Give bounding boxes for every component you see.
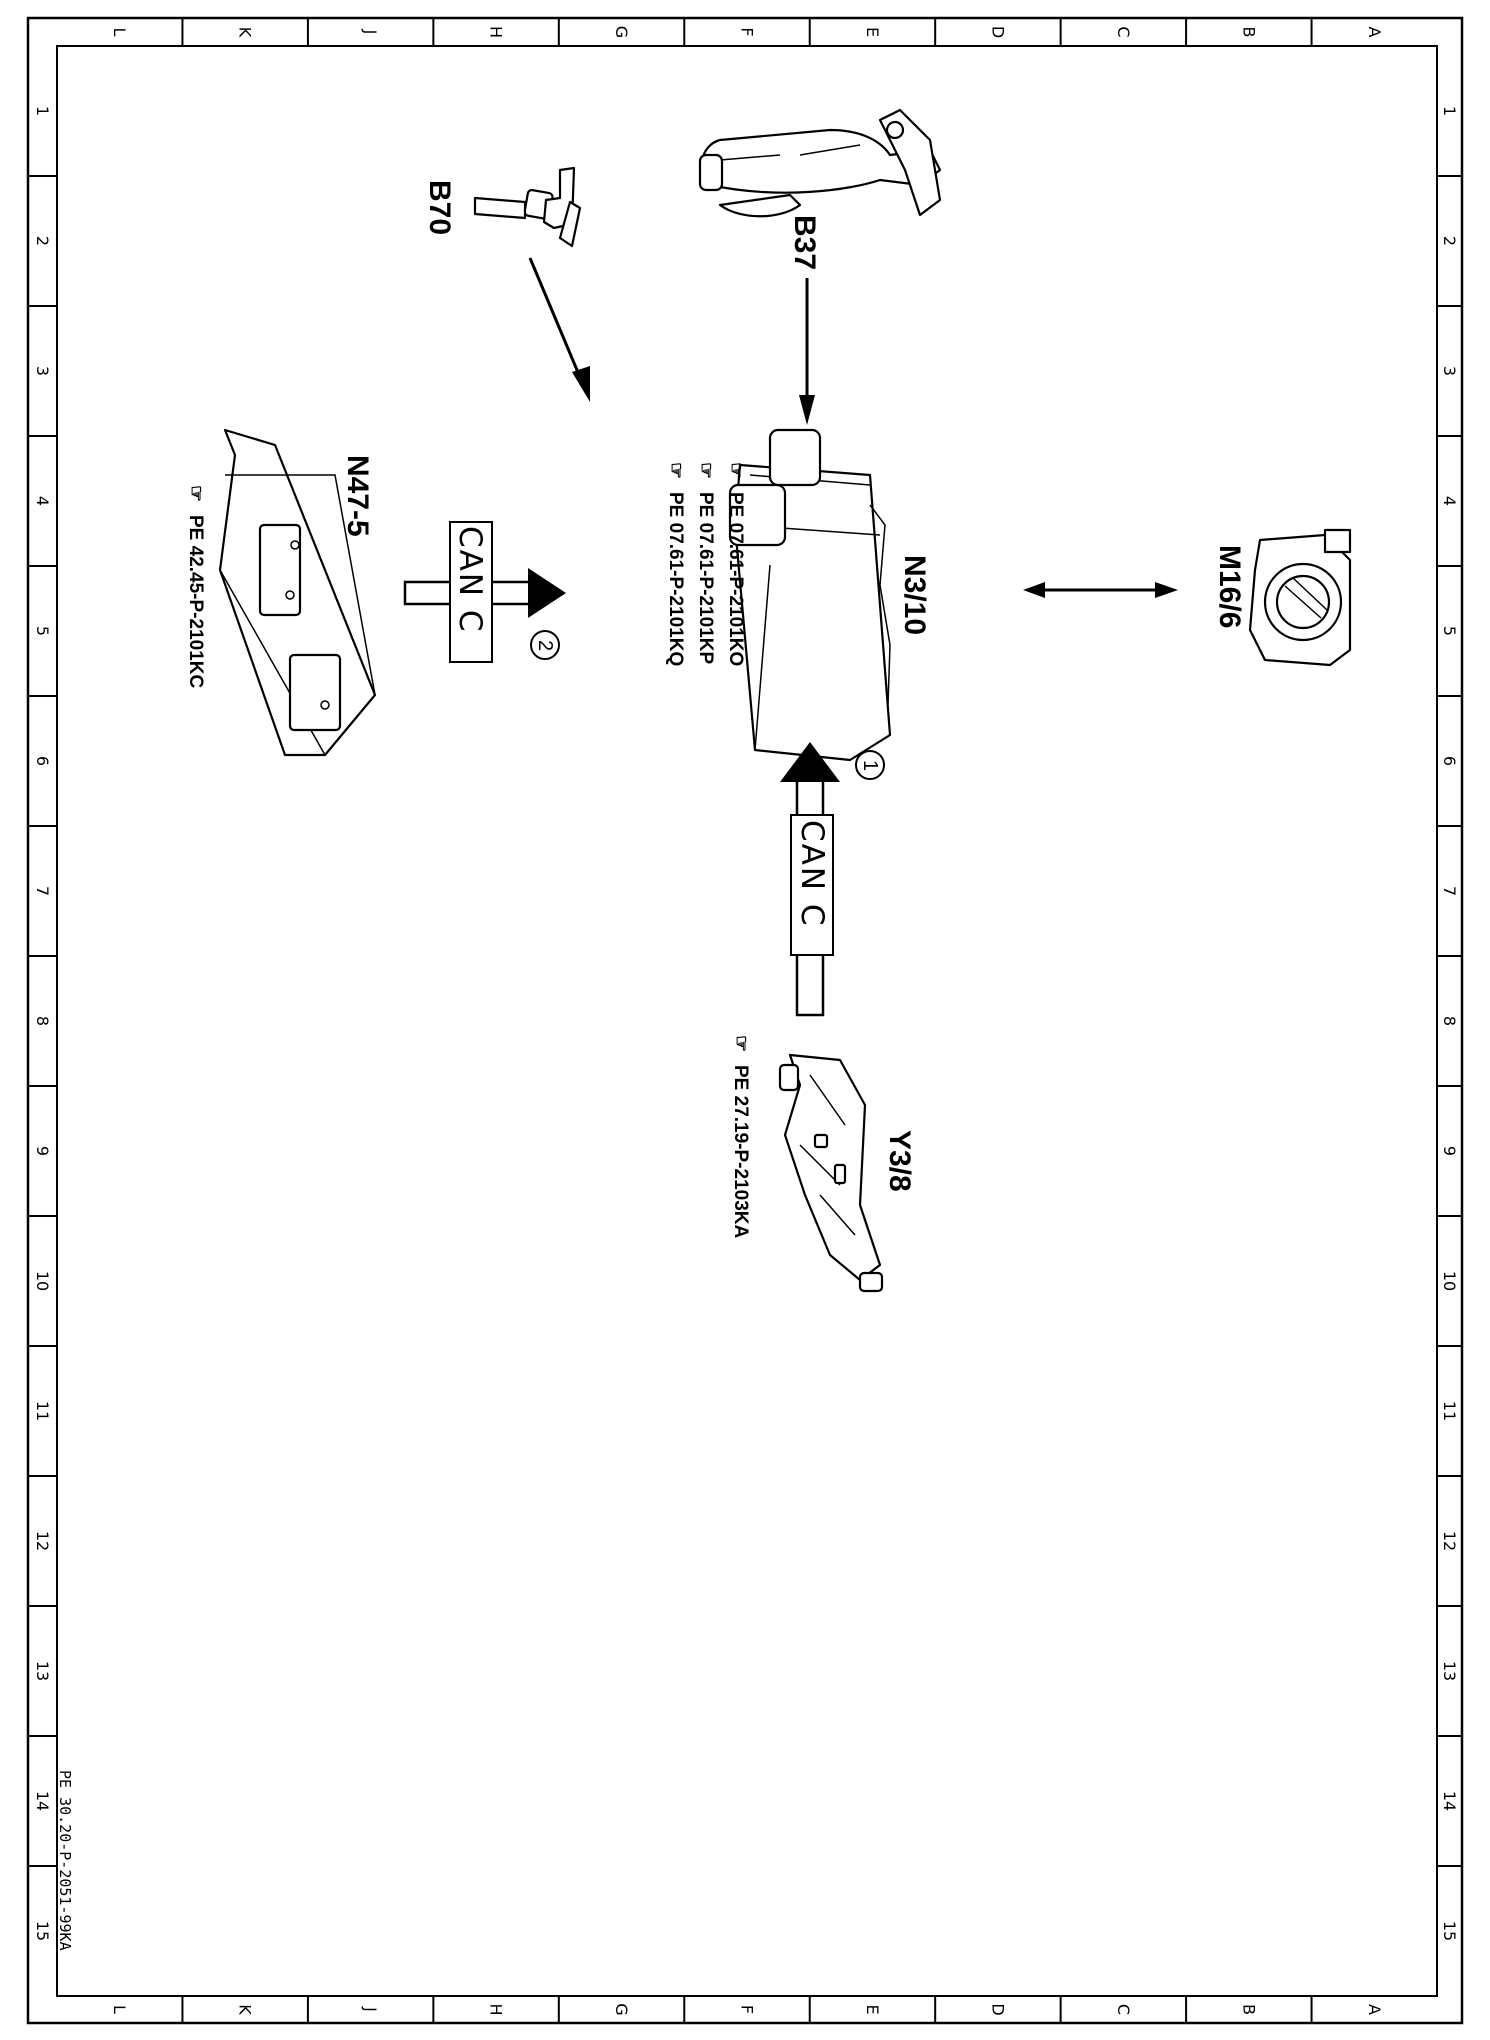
column-label: E [863, 27, 882, 37]
row-label: 13 [33, 1661, 52, 1681]
ref-hand-icon: ☞ [695, 462, 716, 479]
column-label: J [361, 29, 380, 35]
row-label: 8 [33, 1016, 52, 1026]
y3-8-ref-list: ☞ PE 27.19-P-2103KA [730, 1035, 751, 1238]
can-c-label-1: CAN C [794, 820, 830, 928]
row-label: 9 [33, 1146, 52, 1156]
n3-10-ref-2: PE 07.61-P-2101KQ [665, 492, 686, 666]
row-label: 13 [1440, 1661, 1459, 1681]
column-label: C [1114, 2004, 1133, 2015]
row-label: 8 [1440, 1016, 1459, 1026]
row-label: 2 [33, 236, 52, 246]
n3-10-ref-list: ☞ PE 07.61-P-2101KO ☞ PE 07.61-P-2101KP … [665, 462, 746, 666]
n3-10-label: N3/10 [898, 555, 931, 635]
document-reference: PE 30.20-P-2051-99KA [56, 1770, 74, 1951]
y3-8-label: Y3/8 [883, 1130, 916, 1192]
n47-5-ref-0: PE 42.45-P-2101KC [185, 515, 206, 688]
arrow-b70-to-n3-10 [528, 257, 590, 402]
row-label: 9 [1440, 1146, 1459, 1156]
column-label: E [863, 2004, 882, 2014]
row-label: 4 [1440, 496, 1459, 506]
column-label: H [487, 26, 506, 38]
y3-8-ref-0: PE 27.19-P-2103KA [730, 1065, 751, 1238]
column-label: L [110, 2005, 129, 2014]
ref-hand-icon: ☞ [730, 1035, 751, 1052]
y3-8-valve-body-icon[interactable] [778, 1053, 884, 1293]
ref-hand-icon: ☞ [185, 485, 206, 502]
row-label: 4 [33, 496, 52, 506]
column-label: G [612, 26, 631, 38]
row-label: 3 [1440, 366, 1459, 376]
b70-sensor-icon[interactable] [473, 166, 582, 248]
row-label: 12 [1440, 1531, 1459, 1551]
row-label: 3 [33, 366, 52, 376]
column-label: K [236, 27, 255, 38]
b37-label: B37 [788, 215, 821, 270]
row-label: 11 [33, 1401, 52, 1421]
n3-10-ecu-icon[interactable] [728, 428, 892, 762]
row-label: 5 [33, 626, 52, 636]
column-label: F [738, 27, 757, 36]
column-label: A [1365, 27, 1384, 38]
n47-5-label: N47-5 [341, 455, 374, 537]
row-label: 2 [1440, 236, 1459, 246]
m16-6-throttle-icon[interactable] [1248, 528, 1352, 667]
m16-6-label: M16/6 [1213, 545, 1246, 628]
column-label: C [1114, 26, 1133, 37]
marker-1: 1 [859, 760, 881, 771]
row-label: 7 [1440, 886, 1459, 896]
row-label: 10 [1440, 1271, 1459, 1291]
ref-hand-icon: ☞ [665, 462, 686, 479]
row-label: 14 [1440, 1791, 1459, 1811]
n3-10-ref-1: PE 07.61-P-2101KP [695, 492, 716, 664]
row-label: 1 [1440, 106, 1459, 116]
b70-label: B70 [423, 180, 456, 235]
row-label: 5 [1440, 626, 1459, 636]
column-label: J [361, 2006, 380, 2012]
row-label: 6 [1440, 756, 1459, 766]
n47-5-module-icon[interactable] [218, 428, 377, 757]
column-label: K [236, 2004, 255, 2015]
marker-2: 2 [534, 640, 556, 651]
column-label: A [1365, 2004, 1384, 2015]
ref-hand-icon: ☞ [725, 462, 746, 479]
column-label: B [1239, 27, 1258, 38]
can-c-link-2: CAN C 2 [403, 521, 566, 663]
n3-10-ref-0: PE 07.61-P-2101KO [725, 492, 746, 666]
arrow-m16-6-bidirectional [1023, 582, 1178, 598]
column-label: F [738, 2005, 757, 2014]
row-label: 6 [33, 756, 52, 766]
row-label: 10 [33, 1271, 52, 1291]
row-label: 7 [33, 886, 52, 896]
column-label: D [988, 2003, 1007, 2015]
diagram-content: B70 B37 N47-5 ☞ PE 42.45-P-2101KC [56, 108, 1352, 1951]
row-label: 12 [33, 1531, 52, 1551]
column-label: L [110, 28, 129, 37]
row-label: 1 [33, 106, 52, 116]
n47-5-ref-list: ☞ PE 42.45-P-2101KC [185, 485, 206, 688]
column-label: G [612, 2003, 631, 2015]
can-c-label-2: CAN C [452, 526, 488, 634]
row-label: 11 [1440, 1401, 1459, 1421]
column-label: B [1239, 2004, 1258, 2015]
column-label: H [487, 2003, 506, 2015]
can-c-link-1: CAN C 1 [780, 742, 885, 1017]
row-label: 15 [33, 1921, 52, 1941]
column-label: D [988, 26, 1007, 38]
row-label: 14 [33, 1791, 52, 1811]
arrow-b37-to-n3-10 [799, 278, 815, 425]
b37-pedal-icon[interactable] [698, 108, 942, 218]
row-label: 15 [1440, 1921, 1459, 1941]
